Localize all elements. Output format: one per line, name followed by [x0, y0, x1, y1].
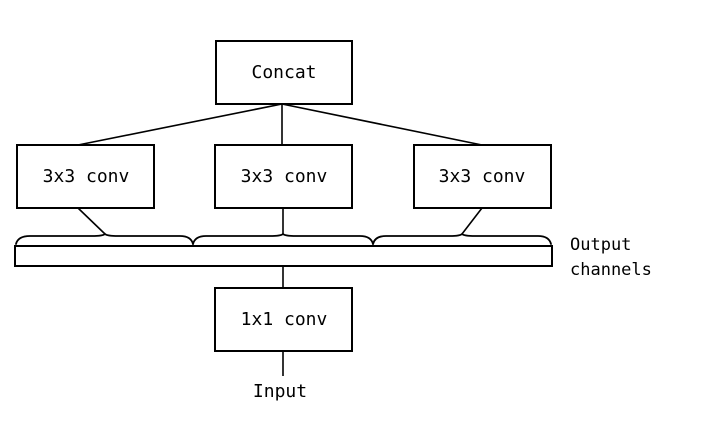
- branch-conv-node-1: 3x3 conv: [16, 144, 155, 209]
- edge-concat-branch-1: [77, 103, 283, 146]
- edge-branch-1-brace: [77, 207, 106, 235]
- output-channels-label-line1: Output: [570, 235, 631, 255]
- concat-label: Concat: [251, 62, 316, 83]
- pointwise-conv-node: 1x1 conv: [214, 287, 353, 352]
- pointwise-conv-label: 1x1 conv: [241, 309, 328, 330]
- branch-conv-node-2: 3x3 conv: [214, 144, 353, 209]
- channel-group-brace-1: [15, 232, 194, 245]
- branch-conv-label-2: 3x3 conv: [241, 166, 328, 187]
- edge-branch-3-brace: [461, 207, 483, 235]
- concat-node: Concat: [215, 40, 353, 105]
- edge-concat-branch-3: [281, 103, 483, 146]
- output-channels-label-line2: channels: [570, 260, 652, 280]
- output-channels-bar: [14, 245, 553, 267]
- channel-group-brace-3: [372, 232, 552, 245]
- channel-group-brace-2: [192, 232, 374, 245]
- branch-conv-label-3: 3x3 conv: [439, 166, 526, 187]
- branch-conv-label-1: 3x3 conv: [43, 166, 130, 187]
- branch-conv-node-3: 3x3 conv: [413, 144, 552, 209]
- input-label: Input: [253, 381, 307, 402]
